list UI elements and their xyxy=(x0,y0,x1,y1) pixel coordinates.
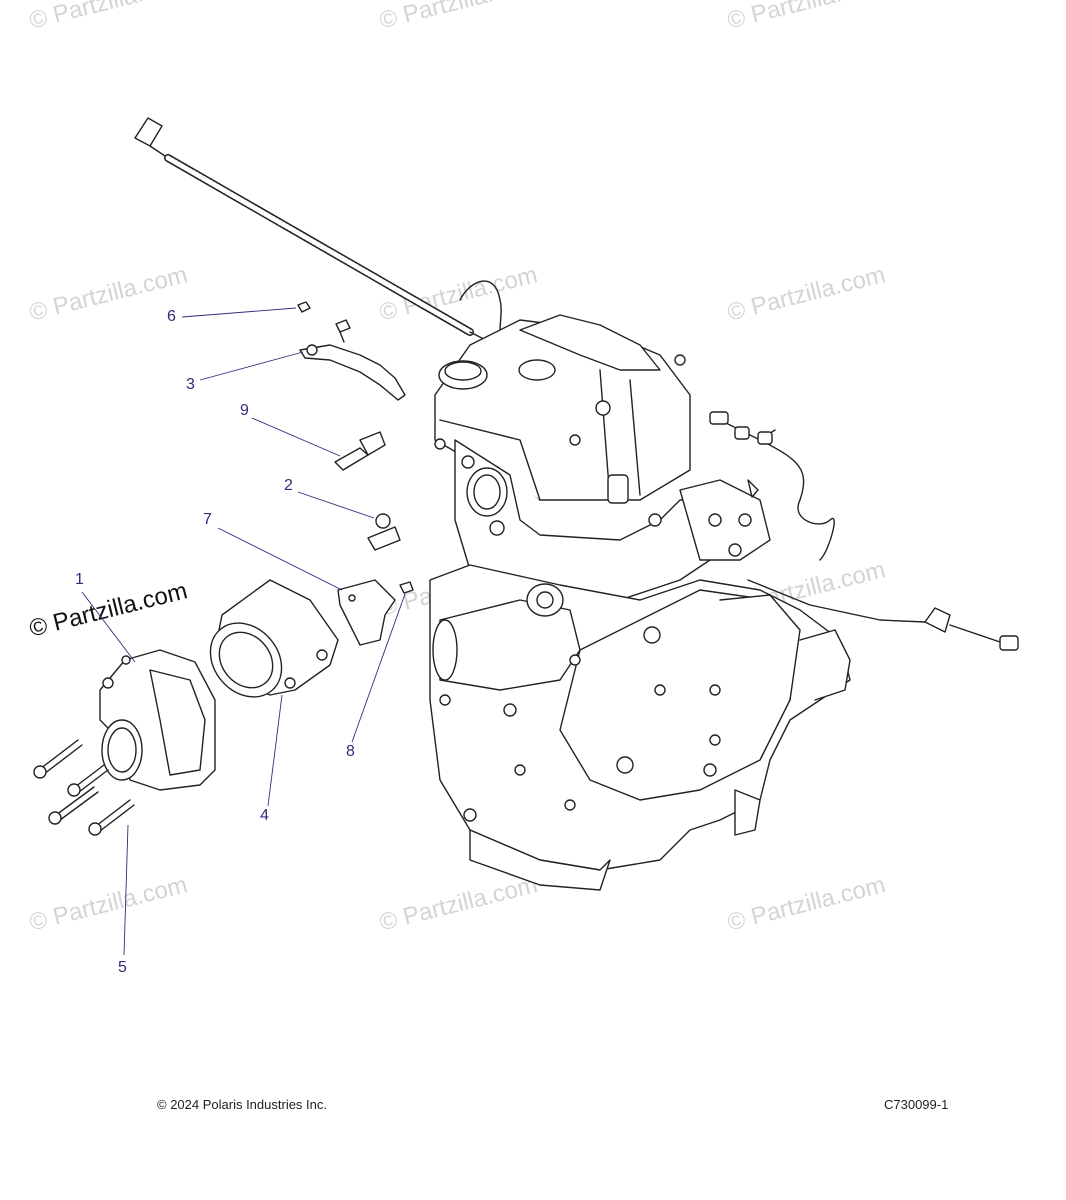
part-9-sensor xyxy=(334,431,386,471)
dipstick-cable xyxy=(134,117,521,361)
callout-8: 8 xyxy=(346,743,355,760)
callout-1: 1 xyxy=(75,571,84,588)
leader-lines xyxy=(81,307,406,956)
part-6-bolt xyxy=(297,301,351,343)
sensor-harness xyxy=(709,411,1019,651)
copyright-text: © 2024 Polaris Industries Inc. xyxy=(157,1097,327,1112)
callout-6: 6 xyxy=(167,308,176,325)
part-7-sensor xyxy=(337,579,396,646)
callout-3: 3 xyxy=(186,376,195,393)
part-4-adapter xyxy=(209,579,339,698)
part-5-bolts xyxy=(33,739,135,836)
part-2-fitting xyxy=(367,513,401,551)
part-3-bracket xyxy=(299,344,406,401)
callout-5: 5 xyxy=(118,959,127,976)
part-1-throttle-body xyxy=(99,649,216,791)
engine-assembly xyxy=(429,314,851,891)
diagram-code: C730099-1 xyxy=(884,1097,949,1112)
callout-4: 4 xyxy=(260,807,269,824)
callout-9: 9 xyxy=(240,402,249,419)
callout-2: 2 xyxy=(284,477,293,494)
part-8-bolt xyxy=(399,581,414,594)
callout-7: 7 xyxy=(203,511,212,528)
